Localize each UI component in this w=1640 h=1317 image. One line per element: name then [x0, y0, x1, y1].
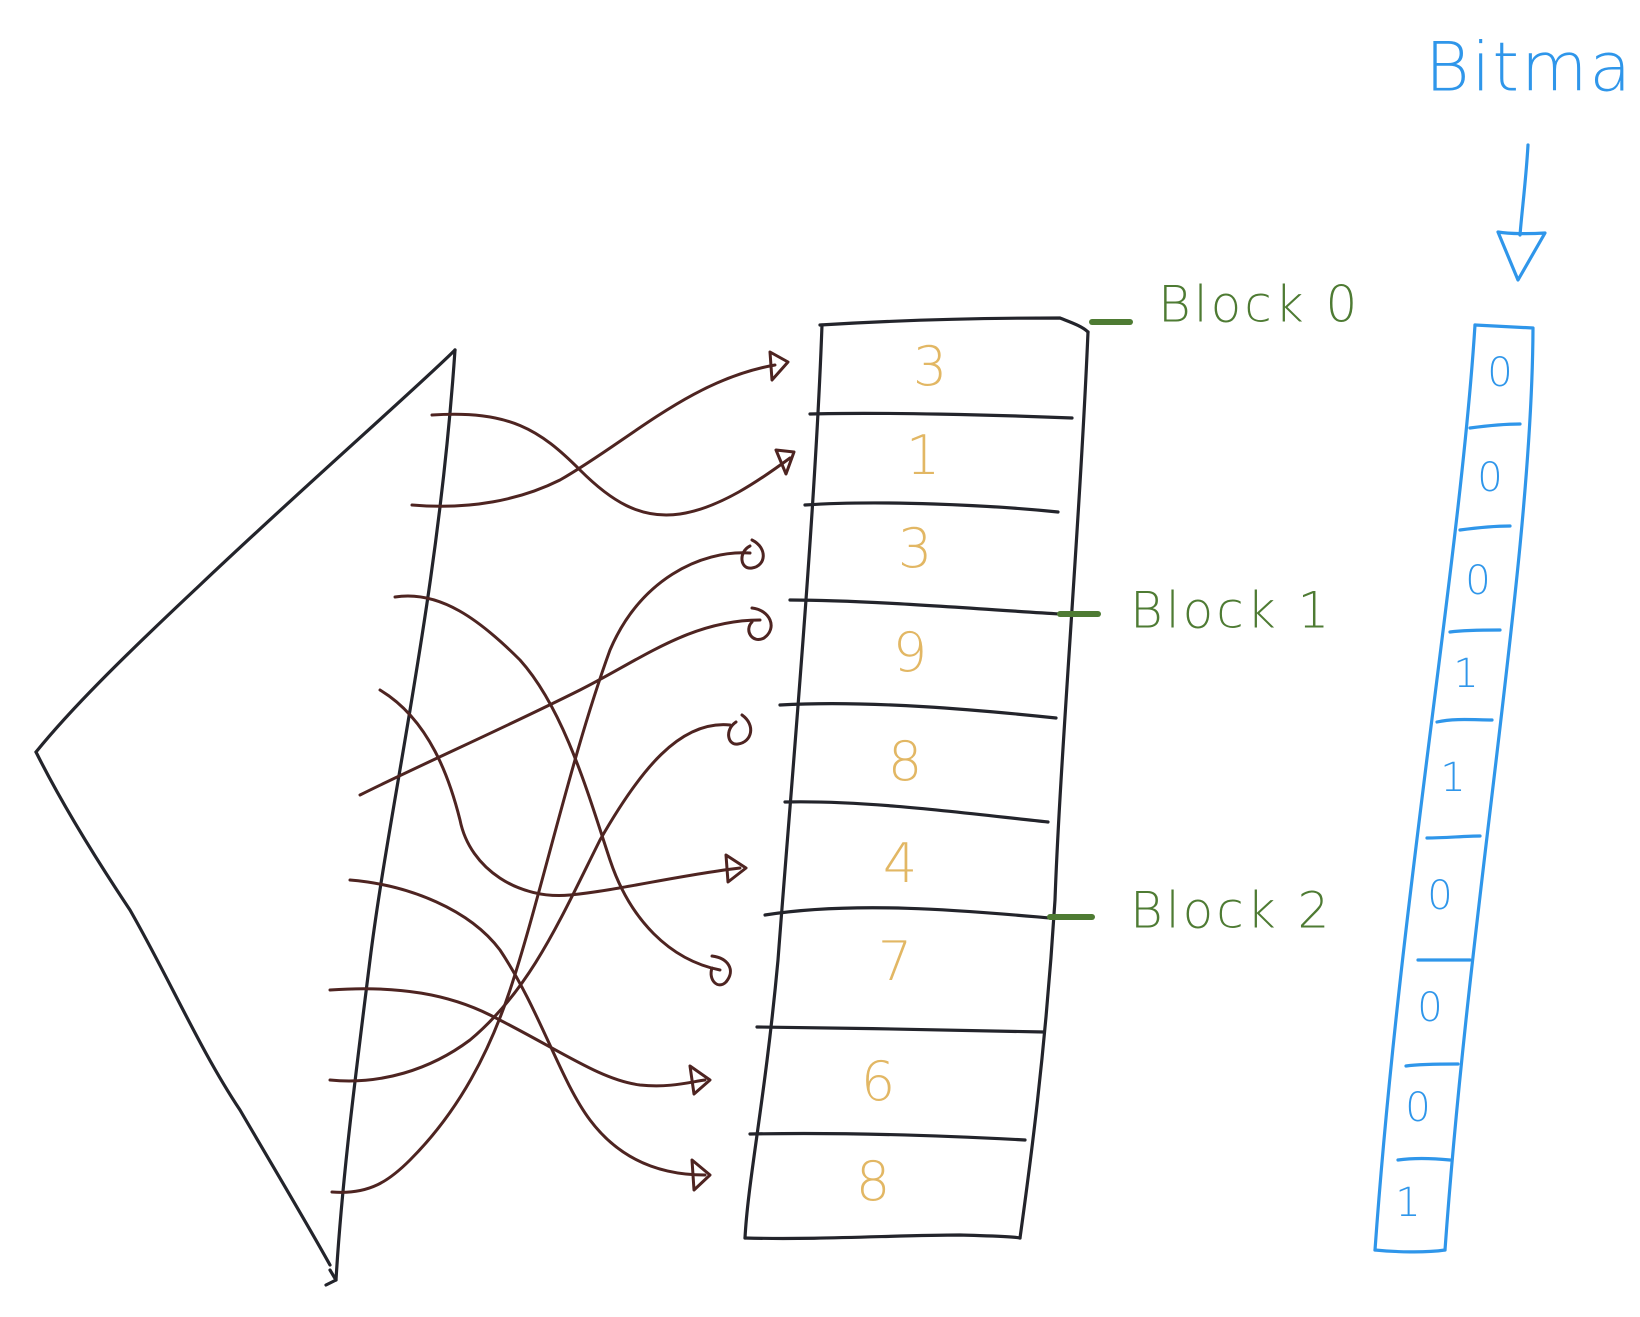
bitmap-bit: 0 [1477, 455, 1502, 501]
bitmap-bit: 0 [1465, 558, 1490, 604]
pointer-arrow [328, 987, 712, 1096]
array-outline [743, 316, 1090, 1241]
array-value: 4 [883, 832, 917, 895]
block-label-0: Block 0 [1158, 276, 1360, 334]
bitmap-bit: 1 [1395, 1180, 1420, 1226]
array-value: 9 [893, 621, 927, 684]
array-value: 8 [856, 1150, 890, 1213]
pointer-arrow [393, 594, 732, 987]
bitmap-bit: 1 [1453, 651, 1478, 697]
bitmap-bit: 0 [1417, 985, 1442, 1031]
index-tree-outline [34, 348, 457, 1287]
block-label-1: Block 1 [1130, 582, 1332, 640]
array-value: 7 [878, 930, 912, 993]
array-value: 3 [898, 517, 932, 580]
pointer-arrow [378, 688, 748, 898]
bitmap-bit: 0 [1405, 1085, 1430, 1131]
pointer-arrow [410, 350, 790, 508]
array-value: 3 [913, 335, 947, 398]
pointer-arrows [328, 350, 796, 1194]
bitmap-bit: 1 [1440, 755, 1465, 801]
pointer-arrow [348, 878, 712, 1192]
array-value: 6 [861, 1050, 895, 1113]
pointer-arrow [430, 412, 796, 517]
bitmap-bit: 0 [1427, 873, 1452, 919]
bitmap-title: Bitmap [1425, 29, 1640, 108]
pointer-arrow [358, 606, 773, 797]
pointer-arrow [330, 538, 765, 1194]
bitmap-pointer-arrow [1496, 143, 1547, 282]
pointer-arrow [328, 713, 753, 1083]
bitmap-column-outline [1373, 323, 1535, 1254]
bitmap-bit: 0 [1487, 350, 1512, 396]
array-values: 3 1 3 9 8 4 7 6 8 [856, 335, 947, 1213]
block-label-2: Block 2 [1130, 882, 1332, 940]
array-value: 8 [888, 730, 922, 793]
array-value: 1 [906, 424, 940, 487]
bitmap: Bitmap 0 0 0 1 1 0 0 0 1 [1373, 29, 1640, 1254]
block-labels: Block 0 Block 1 Block 2 [1047, 276, 1360, 940]
